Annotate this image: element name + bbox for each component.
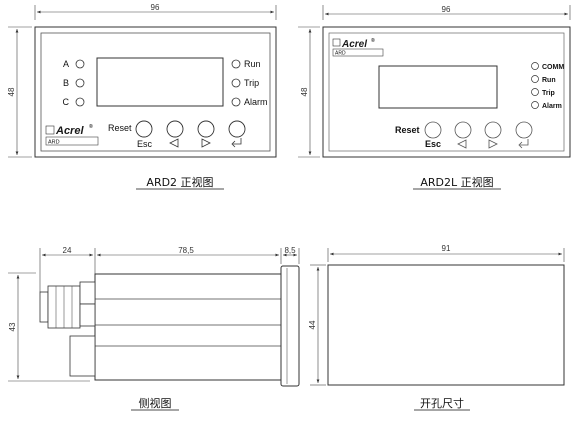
side-dim-78-5: 78,5	[178, 246, 194, 255]
ard2-model-tag-box	[45, 136, 99, 146]
ard2l-model-tag: ARD	[335, 51, 346, 57]
led-label-run: Run	[244, 59, 261, 69]
led-b-indicator	[75, 78, 85, 88]
left-arrow-icon	[457, 139, 467, 149]
cutout-height-dimension: 44	[308, 320, 317, 329]
ard2l-reset-button[interactable]	[424, 121, 442, 139]
led-label-comm: COMM	[542, 64, 564, 71]
cutout-caption: 开孔尺寸	[420, 396, 464, 410]
side-dim-8-5: 8,5	[284, 246, 296, 255]
led-run-indicator-l	[531, 75, 539, 83]
ard2l-display	[378, 65, 498, 109]
ard2-logo-icon	[45, 125, 55, 135]
cutout-view: 91 44 开孔尺寸	[308, 244, 565, 411]
led-alarm-indicator	[231, 97, 241, 107]
led-alarm-indicator-l	[531, 101, 539, 109]
led-label-c: C	[63, 97, 70, 107]
ard2-acrel-logo: Acrel	[55, 125, 84, 137]
right-arrow-icon	[201, 138, 211, 148]
side-dim-24: 24	[63, 246, 72, 255]
led-trip-indicator-l	[531, 88, 539, 96]
led-label-alarm: Alarm	[244, 97, 268, 107]
led-label-trip-l: Trip	[542, 90, 555, 97]
ard2l-width-dimension: 96	[442, 5, 451, 14]
led-label-trip: Trip	[244, 78, 259, 88]
cutout-rectangle	[327, 264, 565, 386]
side-view-caption: 侧视图	[139, 396, 172, 410]
ard2l-esc-label: Esc	[425, 139, 441, 149]
enter-arrow-icon	[231, 138, 242, 148]
ard2-model-tag: ARD	[48, 140, 60, 146]
ard2-enter-button[interactable]	[228, 120, 246, 138]
led-label-a: A	[63, 59, 69, 69]
ard2l-reset-label: Reset	[395, 125, 420, 135]
ard2l-left-button[interactable]	[454, 121, 472, 139]
ard2-reset-button[interactable]	[135, 120, 153, 138]
led-c-indicator	[75, 97, 85, 107]
ard2l-front-view: 96 48 Acrel ® ARD COMM Run Trip Alarm Re…	[298, 5, 571, 190]
ard2-height-dimension: 48	[7, 87, 16, 96]
ard2-logo-mark: ®	[89, 123, 93, 130]
ard2l-acrel-logo: Acrel	[341, 39, 367, 50]
ard2l-model-tag-box	[332, 48, 384, 57]
led-label-run-l: Run	[542, 77, 556, 84]
ard2l-logo-icon	[332, 38, 341, 47]
ard2-width-dimension: 96	[151, 3, 160, 12]
ard2l-logo-mark: ®	[371, 37, 375, 44]
terminal-plug	[39, 291, 49, 323]
led-run-indicator	[231, 59, 241, 69]
left-arrow-icon	[169, 138, 179, 148]
ard2-reset-label: Reset	[108, 123, 132, 133]
ard2-right-button[interactable]	[197, 120, 215, 138]
led-a-indicator	[75, 59, 85, 69]
ard2-esc-label: Esc	[137, 139, 153, 149]
ard2l-enter-button[interactable]	[515, 121, 533, 139]
cutout-width-dimension: 91	[442, 244, 451, 253]
ard2-display	[96, 57, 224, 107]
led-label-b: B	[63, 78, 69, 88]
side-height-dimension: 43	[8, 322, 17, 331]
ard2l-caption: ARD2L 正视图	[420, 175, 493, 189]
ard2l-height-dimension: 48	[300, 87, 309, 96]
side-bezel	[280, 265, 300, 387]
ard2l-right-button[interactable]	[484, 121, 502, 139]
ard2-caption: ARD2 正视图	[146, 175, 213, 189]
led-trip-indicator	[231, 78, 241, 88]
ard2-front-view: 96 48 A B C Run Trip Alarm Acrel ® ARD R…	[7, 3, 277, 190]
side-housing	[94, 273, 282, 381]
side-view: 24 78,5 8,5 43 侧视图	[8, 246, 300, 411]
right-arrow-icon	[488, 139, 498, 149]
enter-arrow-icon	[518, 139, 529, 149]
led-comm-indicator	[531, 62, 539, 70]
ard2-left-button[interactable]	[166, 120, 184, 138]
lower-connector	[69, 335, 96, 377]
led-label-alarm-l: Alarm	[542, 103, 562, 110]
